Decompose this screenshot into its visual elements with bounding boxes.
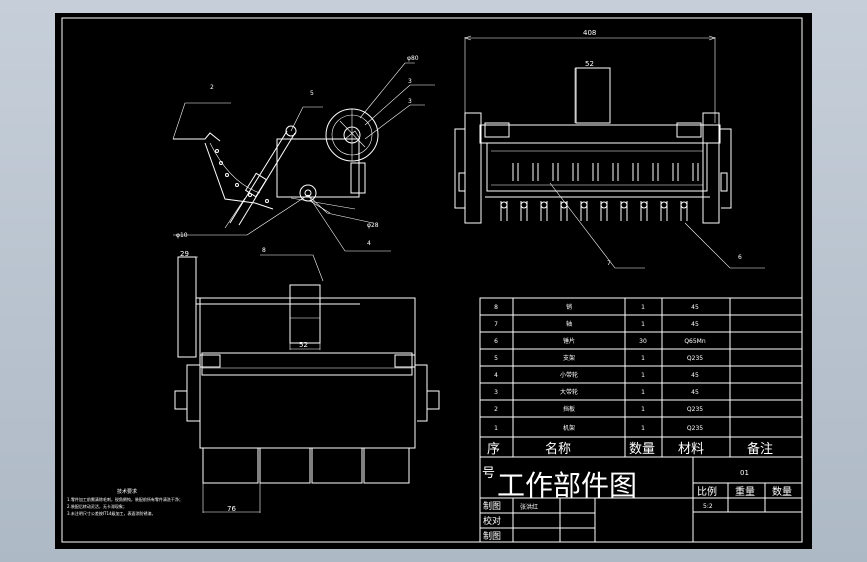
role-label-2: 校对 [483, 515, 501, 527]
bom-header-qty: 数量 [629, 442, 655, 457]
bom-row: 3 大带轮 1 45 [494, 388, 699, 396]
callout-3b: 3 [408, 98, 412, 105]
role-label-3: 制图 [483, 530, 501, 542]
role-value-1: 张洪红 [520, 503, 538, 511]
svg-text:支架: 支架 [563, 354, 575, 362]
title-block: 号 工作部件图 01 比例 重量 数量 5:2 制图 张洪红 校对 制图 [479, 456, 803, 543]
bom-header-no: 序 [487, 442, 500, 457]
svg-text:1: 1 [641, 372, 645, 379]
dim-motor: 52 [585, 60, 594, 68]
svg-text:1: 1 [641, 389, 645, 396]
qty-label: 数量 [772, 485, 792, 498]
weight-label: 重量 [735, 485, 755, 498]
drawing-title: 工作部件图 [497, 469, 637, 502]
drawing-sheet: 2 5 φ80 3 3 4 φ10 φ28 408 52 [55, 13, 812, 549]
note-line-1: 1.零件加工前需清除毛刺，锐角倒钝，装配前所有零件清洗干净； [67, 496, 183, 502]
cad-drawing: 2 5 φ80 3 3 4 φ10 φ28 408 52 [61, 17, 803, 543]
notes-title: 技术要求 [117, 488, 137, 495]
callout-6: 6 [738, 254, 742, 261]
callout-3a: 3 [408, 78, 412, 85]
hammer-row-lower [500, 201, 688, 221]
callout-7: 7 [607, 260, 611, 267]
svg-text:小带轮: 小带轮 [560, 371, 578, 379]
svg-text:Q235: Q235 [687, 425, 703, 432]
bom-header-name: 名称 [545, 441, 571, 457]
sheet-number: 01 [740, 469, 749, 477]
svg-text:7: 7 [494, 321, 498, 328]
svg-text:6: 6 [494, 338, 498, 345]
bracket-block [289, 284, 321, 344]
bom-row: 2 挡板 1 Q235 [494, 405, 703, 413]
svg-text:1: 1 [641, 425, 645, 432]
bom-row: 6 锤片 30 Q65Mn [494, 337, 706, 345]
svg-text:挡板: 挡板 [563, 405, 575, 413]
hammer-row-upper [512, 163, 699, 181]
svg-text:30: 30 [639, 338, 647, 345]
bom-row: 7 轴 1 45 [494, 320, 699, 328]
callout-5: 5 [310, 90, 314, 97]
note-line-3: 3.未注明尺寸公差按IT14级加工，表面涂防锈漆。 [67, 510, 156, 516]
motor [575, 67, 611, 124]
svg-text:2: 2 [494, 406, 498, 413]
svg-text:45: 45 [691, 372, 699, 379]
svg-text:大带轮: 大带轮 [560, 388, 578, 396]
svg-text:锤片: 锤片 [563, 337, 575, 345]
callout-4: 4 [367, 240, 371, 247]
dim-top: 29 [180, 250, 189, 258]
svg-text:1: 1 [641, 355, 645, 362]
bom-row: 5 支架 1 Q235 [494, 354, 703, 362]
note-line-2: 2.装配后转动灵活，无卡滞现象； [67, 503, 127, 509]
callout-2: 2 [210, 84, 214, 91]
svg-text:45: 45 [691, 321, 699, 328]
svg-text:1: 1 [494, 425, 498, 432]
svg-text:1: 1 [641, 321, 645, 328]
role-label-1: 制图 [483, 500, 501, 512]
svg-text:销: 销 [566, 303, 572, 311]
side-view: 2 5 φ80 3 3 4 φ10 φ28 [172, 55, 435, 252]
bom-row: 8 销 1 45 [494, 303, 699, 311]
svg-text:4: 4 [494, 372, 498, 379]
top-view: 29 52 [174, 247, 440, 513]
svg-text:轴: 轴 [566, 320, 572, 328]
bom-row: 1 机架 1 Q235 [494, 424, 703, 432]
svg-text:1: 1 [641, 406, 645, 413]
scale-value: 5:2 [703, 503, 713, 510]
bom-header-note: 备注 [747, 441, 773, 457]
svg-text:1: 1 [641, 304, 645, 311]
dim-small: φ10 [176, 232, 188, 239]
title-prefix: 号 [482, 466, 495, 481]
svg-text:8: 8 [494, 304, 498, 311]
dim-hub: φ28 [367, 222, 379, 229]
svg-text:Q235: Q235 [687, 355, 703, 362]
svg-text:5: 5 [494, 355, 498, 362]
bom-header: 序 名称 数量 材料 备注 [487, 441, 773, 457]
bom-header-material: 材料 [678, 442, 704, 457]
inner-frame [61, 17, 803, 543]
svg-text:3: 3 [494, 389, 498, 396]
dim-bottom: 76 [227, 505, 236, 513]
callout-8: 8 [262, 247, 266, 254]
bom-table: 8 销 1 45 7 轴 1 45 6 锤片 30 Q65Mn [479, 297, 803, 458]
svg-text:Q65Mn: Q65Mn [684, 338, 706, 345]
scale-label: 比例 [697, 485, 717, 498]
svg-text:机架: 机架 [563, 424, 575, 432]
dim-pulley: φ80 [407, 55, 419, 62]
svg-text:45: 45 [691, 304, 699, 311]
dim-bracket: 52 [299, 341, 308, 349]
dim-width: 408 [583, 29, 596, 37]
technical-notes: 技术要求 1.零件加工前需清除毛刺，锐角倒钝，装配前所有零件清洗干净； 2.装配… [67, 488, 183, 516]
bom-row: 4 小带轮 1 45 [494, 371, 699, 379]
svg-text:Q235: Q235 [687, 406, 703, 413]
front-view: 408 52 [454, 29, 765, 269]
svg-text:45: 45 [691, 389, 699, 396]
